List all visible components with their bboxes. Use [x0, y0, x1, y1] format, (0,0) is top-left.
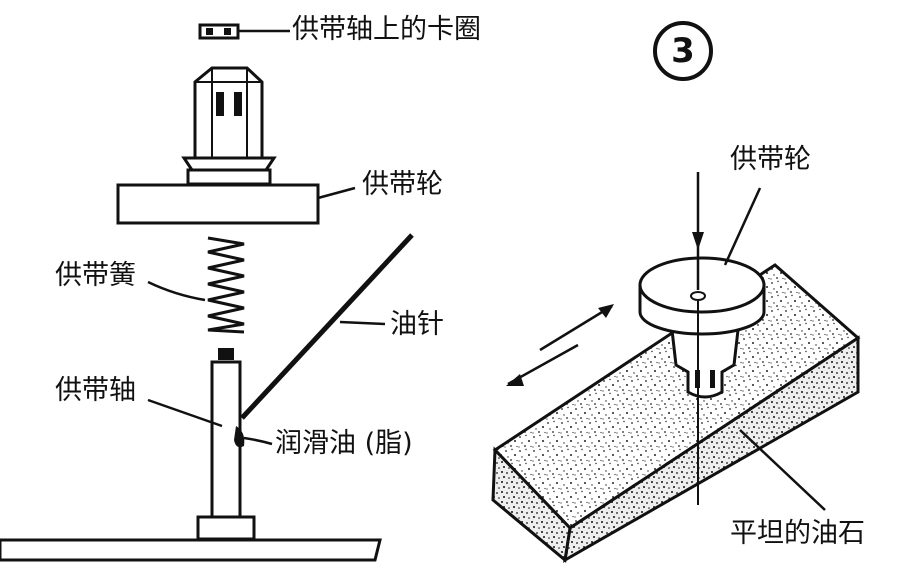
label-supply-wheel-right: 供带轮: [730, 144, 811, 175]
label-flat-oilstone: 平坦的油石: [730, 518, 865, 549]
label-oil-needle: 油针: [390, 309, 444, 340]
step-number: 3: [671, 31, 695, 71]
label-supply-spring: 供带簧: [55, 260, 136, 291]
supply-wheel-left: [116, 183, 320, 225]
supply-spring: [207, 236, 245, 334]
label-supply-wheel-left: 供带轮: [362, 169, 443, 200]
lubricant-drop: [234, 426, 273, 448]
oil-needle: [240, 233, 415, 421]
label-clip-ring: 供带轴上的卡圈: [292, 14, 481, 45]
step-number-circle: [653, 21, 713, 81]
supply-wheel-right: [638, 256, 766, 399]
flat-oilstone: [491, 263, 861, 563]
wheel-hub-top: [181, 66, 277, 186]
label-lubricant: 润滑油 (脂): [275, 428, 413, 459]
down-arrow-icon: [692, 172, 704, 505]
label-supply-shaft: 供带轴: [55, 375, 136, 406]
reciprocating-arrows-icon: [506, 304, 614, 386]
supply-shaft: [0, 348, 382, 562]
clip-ring: [198, 23, 290, 40]
